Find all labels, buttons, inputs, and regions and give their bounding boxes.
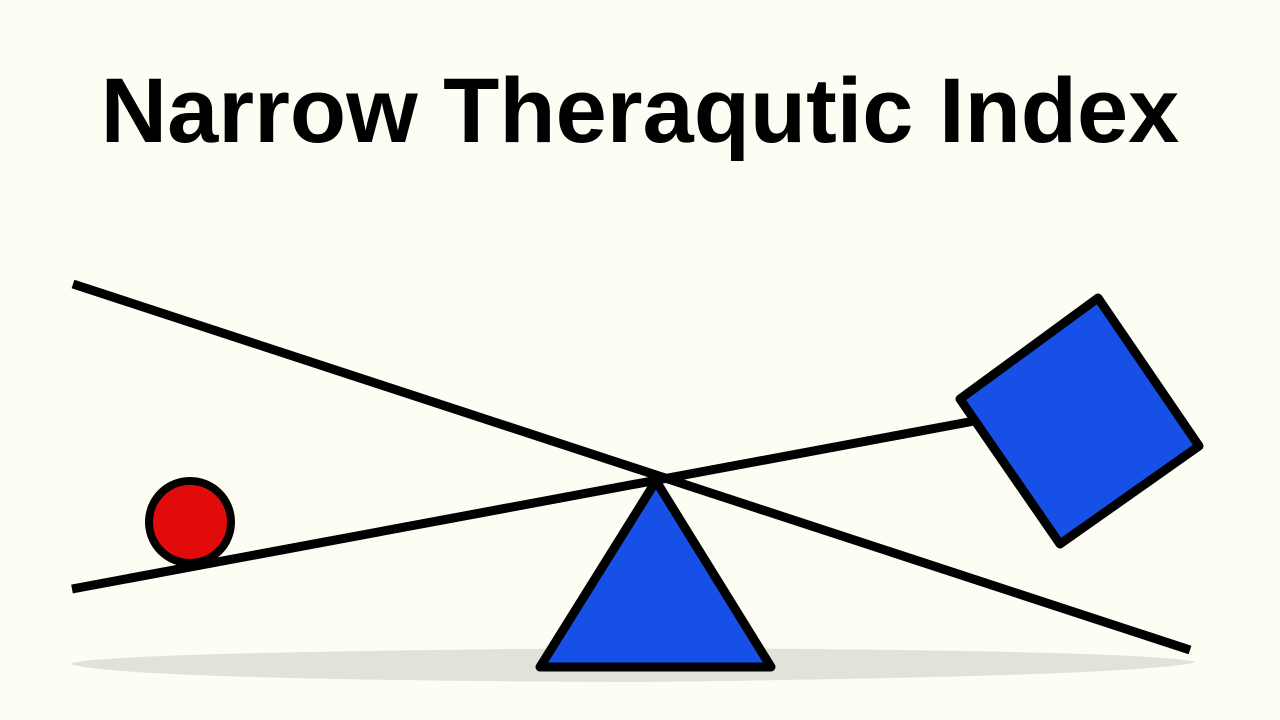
seesaw-beam [71,414,986,594]
page-title: Narrow Theraqutic Index [100,60,1180,162]
descending-line [71,279,1192,655]
blue-square-weight [955,293,1204,549]
red-ball [145,477,235,567]
fulcrum-triangle [535,476,776,672]
